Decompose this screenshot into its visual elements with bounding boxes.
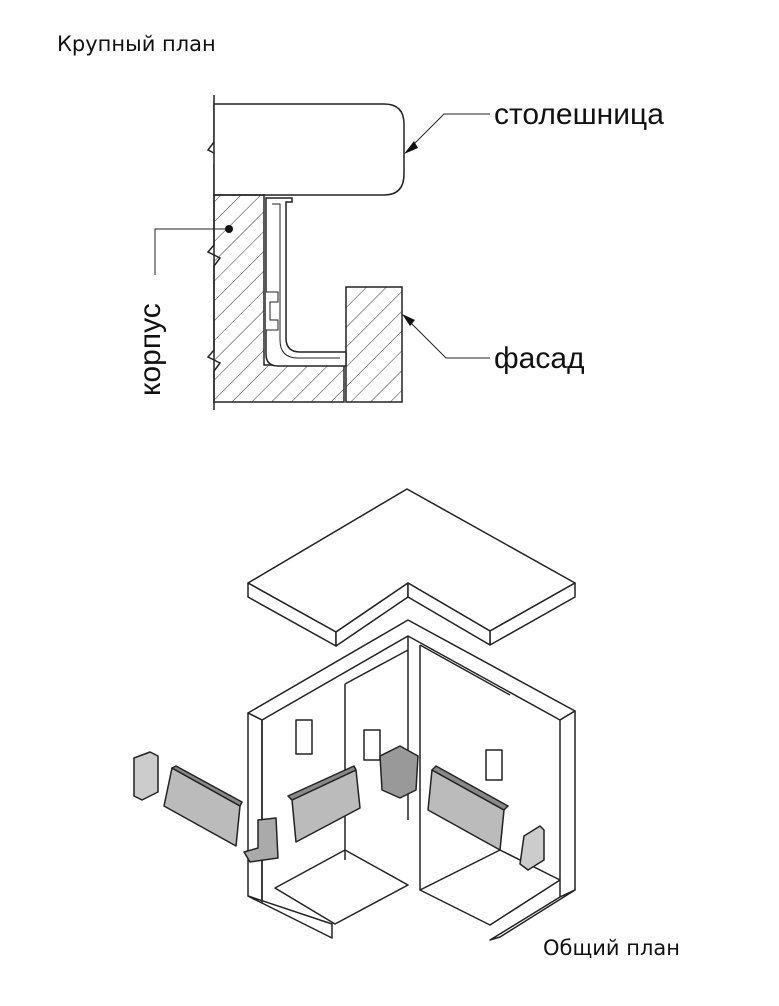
countertop-leader — [407, 113, 490, 151]
bracket-2 — [363, 729, 381, 761]
overview-section — [133, 488, 576, 941]
facade-arrow — [402, 314, 415, 326]
bracket-3 — [485, 749, 503, 781]
body-label: корпус — [134, 303, 167, 396]
facade-section — [345, 286, 403, 403]
overview-carcass-top-rim — [247, 619, 576, 721]
overview-bottom-left — [274, 849, 409, 925]
body-dot — [225, 225, 233, 233]
profile-piece-1-top — [171, 765, 243, 807]
profile-piece-2-top — [287, 765, 357, 801]
profile-piece-3-top — [431, 765, 509, 811]
connector-t — [243, 817, 279, 863]
countertop-arrow — [404, 141, 418, 154]
profile-inner — [272, 203, 340, 359]
profile-clip — [266, 291, 279, 331]
bracket-1 — [295, 719, 313, 755]
corner-connector — [379, 745, 419, 799]
end-cap-right — [519, 825, 545, 871]
overview-front-right — [489, 889, 576, 941]
countertop-label: столешница — [494, 98, 664, 131]
countertop-shape — [213, 103, 405, 196]
overview-right-wall — [559, 710, 576, 898]
overview-countertop-edge-corner — [407, 582, 491, 646]
inner-line-e — [419, 644, 511, 696]
inner-line-c — [344, 649, 409, 685]
overview-bottom-right — [419, 849, 561, 926]
end-cap-left — [133, 751, 159, 801]
profile-outline — [265, 197, 347, 367]
overview-left-wall — [247, 712, 263, 904]
body-leader — [154, 228, 229, 275]
facade-leader — [405, 317, 490, 359]
overview-front-left — [247, 895, 333, 939]
overview-caption: Общий план — [543, 936, 680, 960]
closeup-section: столешница корпус фасад — [134, 95, 664, 410]
facade-label: фасад — [494, 342, 585, 375]
closeup-caption: Крупный план — [57, 32, 216, 56]
